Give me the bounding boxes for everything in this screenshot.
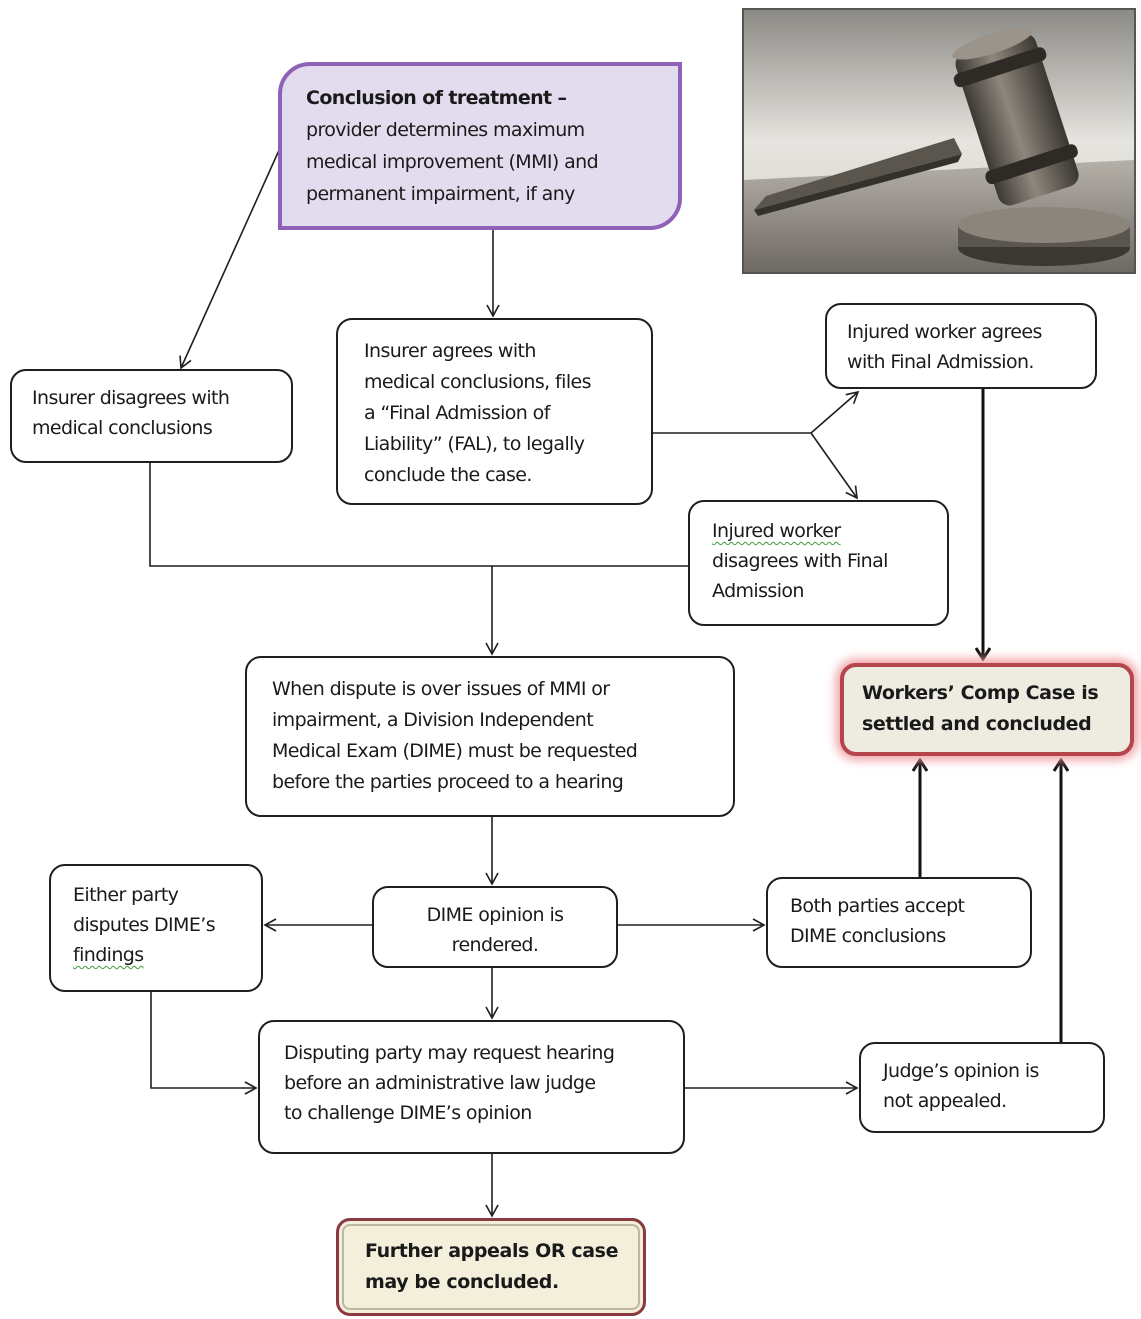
dime-request-line-2: impairment, a Division Independent xyxy=(272,709,594,731)
conclusion-title: Conclusion of treatment – xyxy=(306,87,567,109)
disputing-party-line-3: to challenge DIME’s opinion xyxy=(284,1102,532,1124)
dime-request-line-4: before the parties proceed to a hearing xyxy=(272,771,624,793)
either-party-disputes-box: Either party disputes DIME’s findings xyxy=(49,864,263,992)
insurer-agrees-line-1: Insurer agrees with xyxy=(364,340,536,362)
conclusion-line-1: provider determines maximum xyxy=(306,119,585,141)
either-disputes-line-2: disputes DIME’s xyxy=(73,914,216,936)
conclusion-line-3: permanent impairment, if any xyxy=(306,183,575,205)
insurer-agrees-line-5: conclude the case. xyxy=(364,464,532,486)
insurer-agrees-line-4: Liability” (FAL), to legally xyxy=(364,433,585,455)
arrow-conclusion-to-insurer-disagrees xyxy=(179,147,281,370)
either-disputes-line-1: Either party xyxy=(73,884,179,906)
connector-insurer-disagrees-down xyxy=(149,463,688,567)
further-appeals-box: Further appeals OR case may be concluded… xyxy=(336,1218,646,1316)
gavel-photo xyxy=(742,8,1136,274)
worker-disagrees-line-3: Admission xyxy=(712,580,804,602)
arrow-to-worker-agrees xyxy=(810,390,860,434)
insurer-disagrees-line-1: Insurer disagrees with xyxy=(32,387,230,409)
insurer-agrees-line-3: a “Final Admission of xyxy=(364,402,550,424)
dime-rendered-line-2: rendered. xyxy=(451,934,539,956)
disputing-party-line-1: Disputing party may request hearing xyxy=(284,1042,615,1064)
worker-agrees-line-1: Injured worker agrees xyxy=(847,321,1042,343)
both-accept-line-2: DIME conclusions xyxy=(790,925,946,947)
arrow-to-worker-disagrees xyxy=(810,432,858,500)
judge-opinion-box: Judge’s opinion is not appealed. xyxy=(859,1042,1105,1133)
worker-disagrees-line-2: disagrees with Final xyxy=(712,550,888,572)
settled-line-1: Workers’ Comp Case is xyxy=(862,682,1099,704)
dime-rendered-line-1: DIME opinion is xyxy=(426,904,564,926)
insurer-agrees-line-2: medical conclusions, files xyxy=(364,371,591,393)
gavel-illustration xyxy=(744,10,1134,272)
conclusion-of-treatment-box: Conclusion of treatment – provider deter… xyxy=(278,62,682,230)
judge-line-1: Judge’s opinion is xyxy=(883,1060,1039,1082)
worker-disagrees-line-1: Injured worker xyxy=(712,520,841,542)
settled-line-2: settled and concluded xyxy=(862,713,1092,735)
further-line-1: Further appeals OR case xyxy=(365,1240,619,1262)
dime-request-line-3: Medical Exam (DIME) must be requested xyxy=(272,740,638,762)
conclusion-line-2: medical improvement (MMI) and xyxy=(306,151,599,173)
insurer-disagrees-line-2: medical conclusions xyxy=(32,417,213,439)
insurer-agrees-box: Insurer agrees with medical conclusions,… xyxy=(336,318,653,505)
either-disputes-line-3: findings xyxy=(73,944,144,966)
arrow-either-disputes-to-disputing-party xyxy=(150,992,258,1095)
both-parties-accept-box: Both parties accept DIME conclusions xyxy=(766,877,1032,968)
disputing-party-line-2: before an administrative law judge xyxy=(284,1072,596,1094)
judge-line-2: not appealed. xyxy=(883,1090,1007,1112)
dime-request-line-1: When dispute is over issues of MMI or xyxy=(272,678,610,700)
both-accept-line-1: Both parties accept xyxy=(790,895,965,917)
disputing-party-box: Disputing party may request hearing befo… xyxy=(258,1020,685,1154)
dime-opinion-rendered-box: DIME opinion is rendered. xyxy=(372,886,618,968)
worker-agrees-line-2: with Final Admission. xyxy=(847,351,1034,373)
worker-disagrees-box: Injured worker disagrees with Final Admi… xyxy=(688,500,949,626)
case-settled-box: Workers’ Comp Case is settled and conclu… xyxy=(840,663,1134,756)
dime-request-box: When dispute is over issues of MMI or im… xyxy=(245,656,735,817)
worker-agrees-box: Injured worker agrees with Final Admissi… xyxy=(825,303,1097,389)
insurer-disagrees-box: Insurer disagrees with medical conclusio… xyxy=(10,369,293,463)
further-line-2: may be concluded. xyxy=(365,1271,559,1293)
